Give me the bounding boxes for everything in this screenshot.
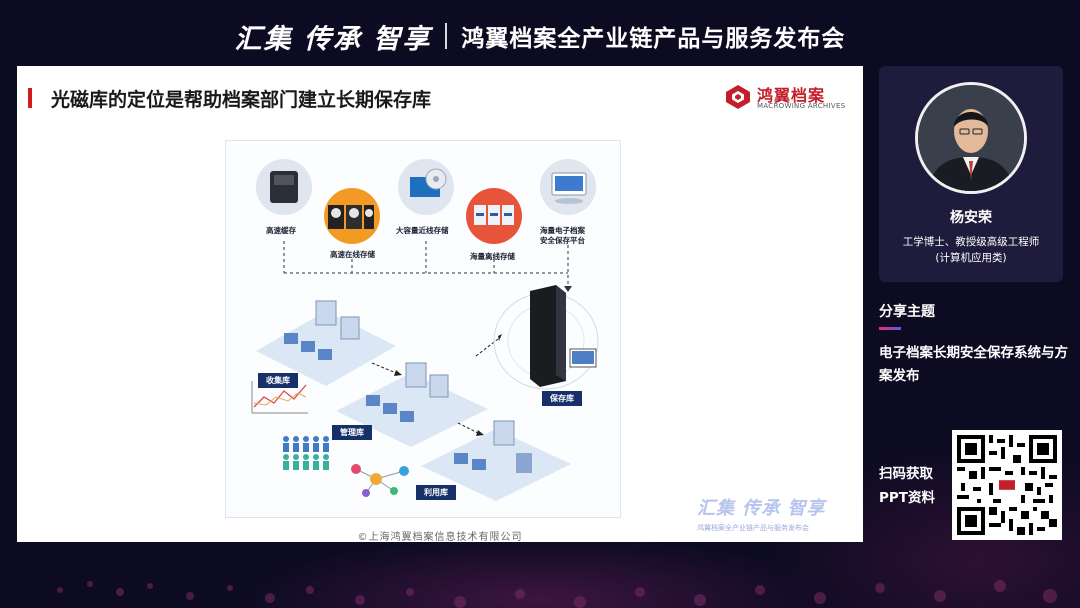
preservation-platform-icon [540, 159, 596, 215]
collect-layer [256, 300, 396, 386]
storage-architecture-diagram: 高速缓存 高速在线存储 大容量近线存储 海量离线存储 海量电子档案 安全保存平台… [225, 140, 621, 518]
header: 汇集 传承 智享 鸿翼档案全产业链产品与服务发布会 [0, 14, 1080, 58]
network-nodes-icon [351, 464, 409, 497]
speaker-avatar [915, 82, 1027, 194]
topic-accent-bar [879, 327, 901, 330]
tag-preserve-repository: 保存库 [542, 391, 582, 406]
server-rack [493, 285, 599, 390]
tag-manage-repository: 管理库 [332, 425, 372, 440]
nearline-storage-icon [398, 159, 454, 215]
speaker-card: 杨安荣 工学博士、教授级高级工程师 (计算机应用类) [879, 66, 1063, 282]
tag-collect-repository: 收集库 [258, 373, 298, 388]
brand-name-en: MACROWING ARCHIVES [757, 102, 846, 110]
brand-name-cn: 鸿翼档案 [757, 86, 826, 105]
label-preservation-platform-line2: 安全保存平台 [540, 236, 585, 245]
presentation-slide: 光磁库的定位是帮助档案部门建立长期保存库 鸿翼档案 MACROWING ARCH… [17, 66, 863, 542]
label-nearline-storage: 大容量近线存储 [396, 226, 449, 235]
use-layer [421, 420, 571, 501]
title-accent-bar [28, 88, 32, 108]
speaker-name: 杨安荣 [950, 210, 992, 226]
topic-text: 电子档案长期安全保存系统与方案发布 [879, 345, 1068, 384]
header-divider [445, 23, 448, 49]
diagram-graphics [251, 159, 599, 501]
brand-logo-icon [726, 85, 750, 109]
speaker-title: 工学博士、教授级高级工程师 (计算机应用类) [879, 234, 1063, 266]
offline-storage-icon [466, 188, 522, 244]
online-storage-icon [324, 188, 380, 244]
tag-use-repository: 利用库 [416, 485, 456, 500]
label-offline-storage: 海量离线存储 [470, 252, 515, 261]
label-preservation-platform: 海量电子档案 [540, 226, 585, 235]
header-title: 鸿翼档案全产业链产品与服务发布会 [461, 26, 846, 52]
slide-title: 光磁库的定位是帮助档案部门建立长期保存库 [51, 89, 432, 111]
scan-instruction: 扫码获取PPT资料 [879, 466, 935, 506]
users-group-icon [283, 436, 329, 470]
speaker-portrait [918, 85, 1024, 191]
brand-logo: 鸿翼档案 MACROWING ARCHIVES [725, 82, 855, 116]
speaker-title-line1: 工学博士、教授级高级工程师 [902, 236, 1040, 248]
watermark-slogan: 汇集 传承 智享 [697, 498, 826, 519]
high-speed-cache-icon [256, 159, 312, 215]
slide-watermark: 汇集 传承 智享 鸿翼档案全产业链产品与服务发布会 [697, 494, 847, 534]
header-slogan: 汇集 传承 智享 [234, 23, 432, 55]
trend-chart-icon [251, 381, 308, 414]
topic-label: 分享主题 [879, 304, 935, 320]
copyright-text: ©上海鸿翼档案信息技术有限公司 [357, 532, 523, 542]
speaker-title-line2: (计算机应用类) [935, 252, 1007, 264]
qr-code[interactable] [952, 430, 1062, 540]
label-online-storage: 高速在线存储 [330, 250, 375, 259]
manage-layer [336, 362, 488, 447]
qr-code-icon [957, 435, 1057, 535]
watermark-subtitle: 鸿翼档案全产业链产品与服务发布会 [697, 524, 809, 532]
label-high-speed-cache: 高速缓存 [266, 226, 296, 235]
decorative-dots [57, 580, 1057, 608]
